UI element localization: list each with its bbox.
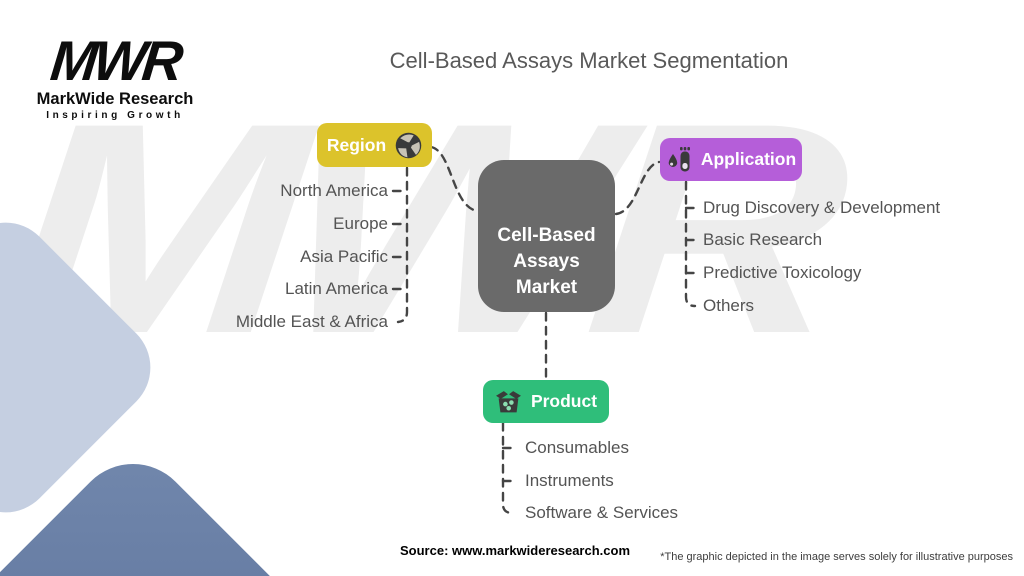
region-item: North America (280, 181, 388, 200)
product-badge-label: Product (530, 391, 598, 411)
region-item: Europe (333, 214, 388, 233)
region-item: Middle East & Africa (235, 312, 388, 331)
product-badge: Product (483, 380, 609, 423)
product-box-icon (495, 388, 522, 415)
center-node: Cell-Based Assays Market (478, 160, 615, 312)
application-item: Basic Research (703, 230, 823, 249)
application-item: Predictive Toxicology (703, 263, 862, 282)
region-item: Latin America (285, 279, 388, 298)
application-badge-label: Application (700, 149, 797, 169)
region-badge-label: Region (326, 134, 387, 155)
disclaimer-text: *The graphic depicted in the image serve… (660, 551, 1013, 563)
product-item: Consumables (525, 438, 629, 457)
page-title: Cell-Based Assays Market Segmentation (389, 48, 789, 73)
application-item: Others (703, 296, 755, 315)
source-text: Source: www.markwideresearch.com (400, 543, 631, 558)
center-node-line: Assays (513, 251, 580, 272)
logo-name: MarkWide Research (36, 90, 194, 109)
center-node-line: Market (515, 277, 578, 298)
center-node-line: Cell-Based (497, 225, 596, 246)
product-item: Software & Services (525, 503, 679, 522)
specimen-test-icon (666, 146, 692, 173)
logo-tagline: Inspiring Growth (46, 110, 184, 122)
product-item: Instruments (525, 471, 614, 490)
application-item: Drug Discovery & Development (703, 198, 941, 217)
region-badge: Region (317, 123, 432, 167)
region-item: Asia Pacific (300, 247, 388, 266)
globe-icon (395, 132, 422, 159)
logo: MWR MarkWide Research Inspiring Growth (30, 29, 200, 122)
application-badge: Application (660, 138, 802, 181)
